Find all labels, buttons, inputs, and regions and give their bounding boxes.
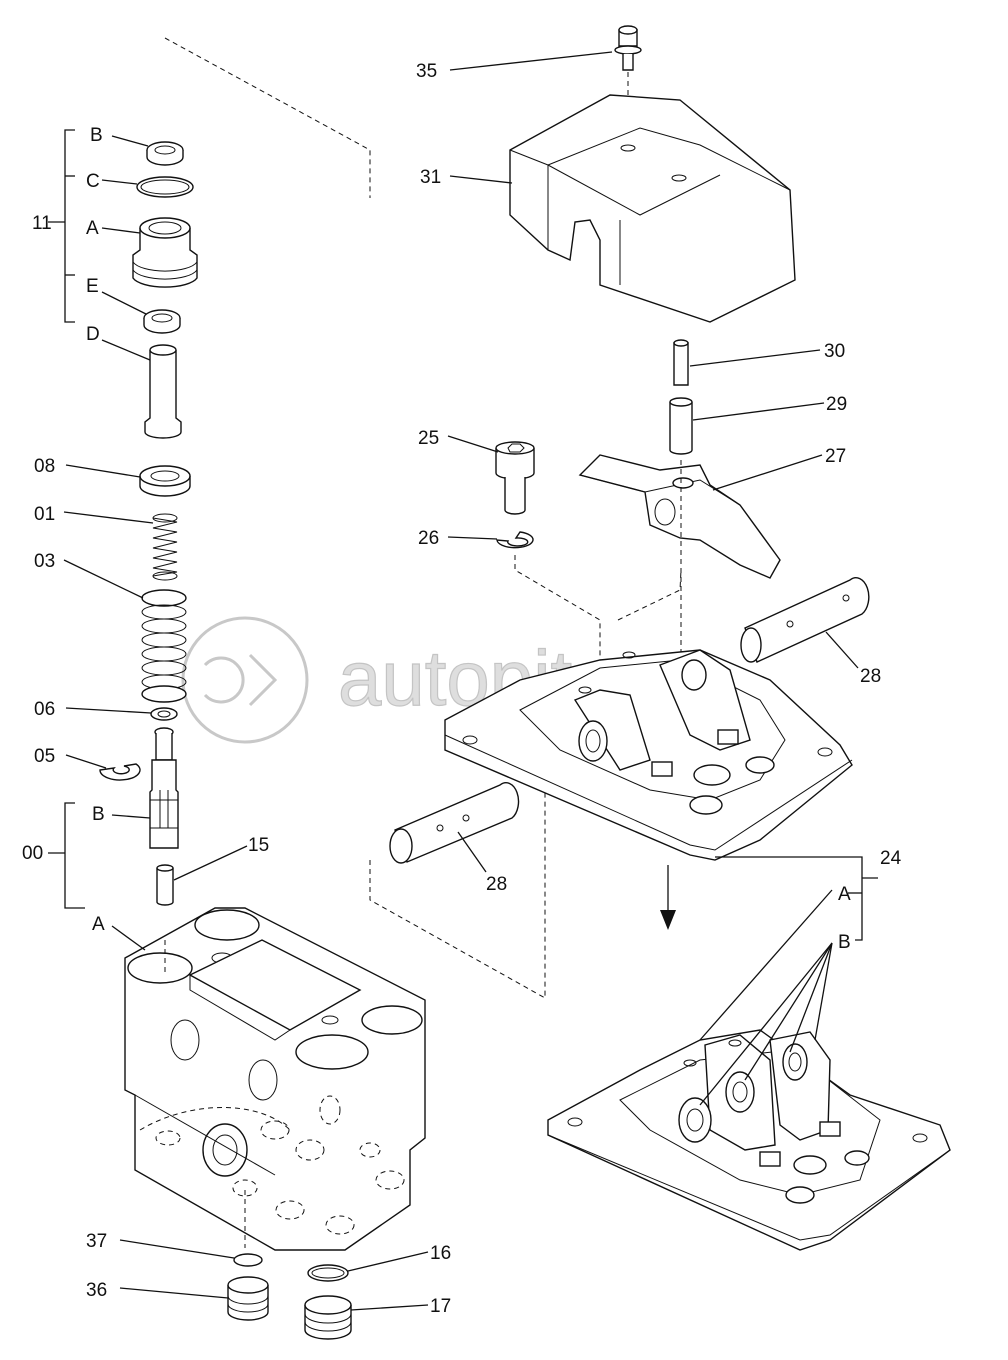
- part-35-bolt: [614, 25, 642, 71]
- part-24-base-plate-detail: [547, 1029, 951, 1251]
- callout-24a: A: [838, 884, 851, 905]
- watermark-logo: [181, 616, 309, 744]
- callout-11c: C: [86, 171, 100, 192]
- part-01-spring: [152, 513, 178, 581]
- callout-28-right: 28: [860, 666, 881, 687]
- callout-37: 37: [86, 1231, 107, 1252]
- center-line-top: [164, 37, 371, 198]
- center-line-mid: [369, 785, 546, 999]
- bracket-00: [48, 802, 85, 909]
- callout-30: 30: [824, 341, 845, 362]
- callout-00b: B: [92, 804, 105, 825]
- part-08-retainer: [139, 465, 191, 497]
- part-11d-plunger: [144, 344, 182, 439]
- callout-03: 03: [34, 551, 55, 572]
- part-06-washer: [150, 707, 178, 721]
- callout-11a: A: [86, 218, 99, 239]
- part-28-pin-right: [740, 577, 870, 663]
- part-17-plug: [304, 1295, 352, 1340]
- part-11a-bushing: [132, 217, 198, 288]
- callout-11b: B: [90, 125, 103, 146]
- callout-15: 15: [248, 835, 269, 856]
- part-00a-valve-body: [124, 907, 426, 1251]
- bracket-24: [715, 856, 878, 941]
- part-24-base-plate: [444, 649, 853, 861]
- callout-35: 35: [416, 61, 437, 82]
- part-03-spring: [141, 589, 187, 703]
- callout-01: 01: [34, 504, 55, 525]
- part-36-plug: [227, 1276, 269, 1321]
- callout-26: 26: [418, 528, 439, 549]
- part-30-pin: [673, 339, 689, 386]
- callout-11d: D: [86, 324, 100, 345]
- callout-28-left: 28: [486, 874, 507, 895]
- callout-27: 27: [825, 446, 846, 467]
- callout-05: 05: [34, 746, 55, 767]
- leader-24a: [699, 889, 833, 1041]
- callout-25: 25: [418, 428, 439, 449]
- callout-24b: B: [838, 932, 851, 953]
- callout-labels: 35 31 30 29 25 27 26 28 28 24 A B B C 11…: [22, 61, 902, 1317]
- part-29-bushing: [669, 397, 693, 455]
- part-05-clip: [99, 763, 141, 781]
- callout-08: 08: [34, 456, 55, 477]
- part-28-pin-left: [389, 782, 520, 864]
- callout-36: 36: [86, 1280, 107, 1301]
- part-11b-seal: [146, 141, 184, 166]
- part-31-cover: [509, 94, 796, 323]
- part-11c-oring: [136, 176, 194, 198]
- callout-24: 24: [880, 848, 902, 869]
- part-15-pin: [156, 864, 174, 906]
- part-26-washer: [496, 531, 534, 549]
- part-37-oring: [233, 1253, 263, 1267]
- callout-11e: E: [86, 276, 99, 297]
- bracket-11: [48, 129, 75, 323]
- callout-00a: A: [92, 914, 105, 935]
- part-25-bolt: [495, 441, 535, 515]
- callout-29: 29: [826, 394, 847, 415]
- callout-17: 17: [430, 1296, 451, 1317]
- callout-11: 11: [32, 213, 52, 234]
- part-00b-spool: [149, 727, 179, 849]
- callout-16: 16: [430, 1243, 451, 1264]
- part-11e-seal: [143, 309, 181, 334]
- callout-31: 31: [420, 167, 441, 188]
- callout-00: 00: [22, 843, 43, 864]
- part-16-oring: [307, 1264, 349, 1282]
- part-27-lever: [578, 454, 781, 579]
- callout-06: 06: [34, 699, 55, 720]
